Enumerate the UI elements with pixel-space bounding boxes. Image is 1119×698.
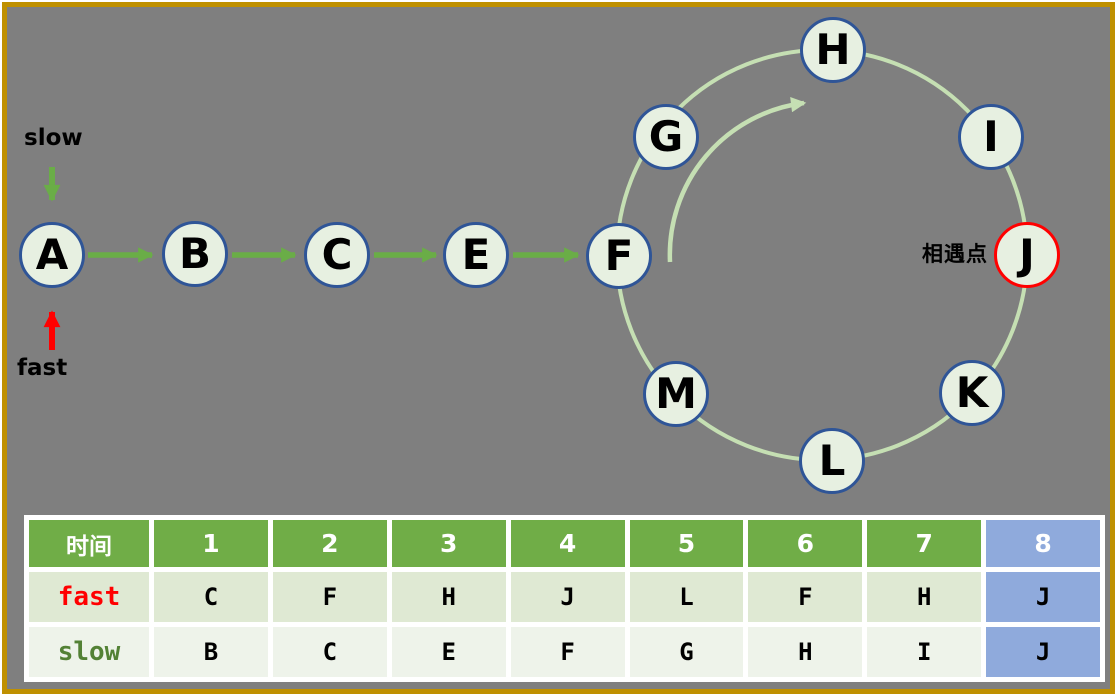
- header-t8: 8: [986, 520, 1100, 567]
- cell-slow-t4: F: [510, 627, 625, 677]
- header-time: 时间: [29, 520, 149, 567]
- header-t3: 3: [391, 520, 506, 567]
- node-B: B: [162, 221, 228, 287]
- node-G: G: [633, 104, 699, 170]
- cell-slow-t7: I: [867, 627, 982, 677]
- cell-slow-t5: G: [629, 627, 744, 677]
- cell-slow-t1: B: [154, 627, 268, 677]
- cell-slow-t6: H: [748, 627, 863, 677]
- cell-fast-t7: H: [867, 572, 982, 622]
- header-t1: 1: [154, 520, 268, 567]
- cell-slow-t8: J: [986, 627, 1100, 677]
- fast-pointer-label: fast: [17, 355, 68, 381]
- node-E: E: [443, 222, 509, 288]
- cell-slow-t3: E: [391, 627, 506, 677]
- cell-fast-t5: L: [629, 572, 744, 622]
- header-t4: 4: [510, 520, 625, 567]
- row-label-fast: fast: [29, 572, 149, 622]
- cell-slow-t2: C: [272, 627, 387, 677]
- node-I: I: [958, 104, 1024, 170]
- node-J: J: [994, 222, 1060, 288]
- header-t6: 6: [748, 520, 863, 567]
- slow-pointer-label: slow: [24, 125, 83, 151]
- meeting-point-label: 相遇点: [922, 242, 988, 266]
- cell-fast-t2: F: [272, 572, 387, 622]
- header-t5: 5: [629, 520, 744, 567]
- cell-fast-t1: C: [154, 572, 268, 622]
- node-H: H: [800, 17, 866, 83]
- node-K: K: [939, 360, 1005, 426]
- header-t2: 2: [272, 520, 387, 567]
- cell-fast-t3: H: [391, 572, 506, 622]
- node-A: A: [19, 222, 85, 288]
- cell-fast-t6: F: [748, 572, 863, 622]
- node-L: L: [799, 428, 865, 494]
- node-M: M: [643, 361, 709, 427]
- cell-fast-t8: J: [986, 572, 1100, 622]
- node-C: C: [304, 222, 370, 288]
- cell-fast-t4: J: [510, 572, 625, 622]
- node-F: F: [586, 223, 652, 289]
- header-t7: 7: [867, 520, 982, 567]
- row-label-slow: slow: [29, 627, 149, 677]
- cycle-direction-arrow: [667, 97, 807, 263]
